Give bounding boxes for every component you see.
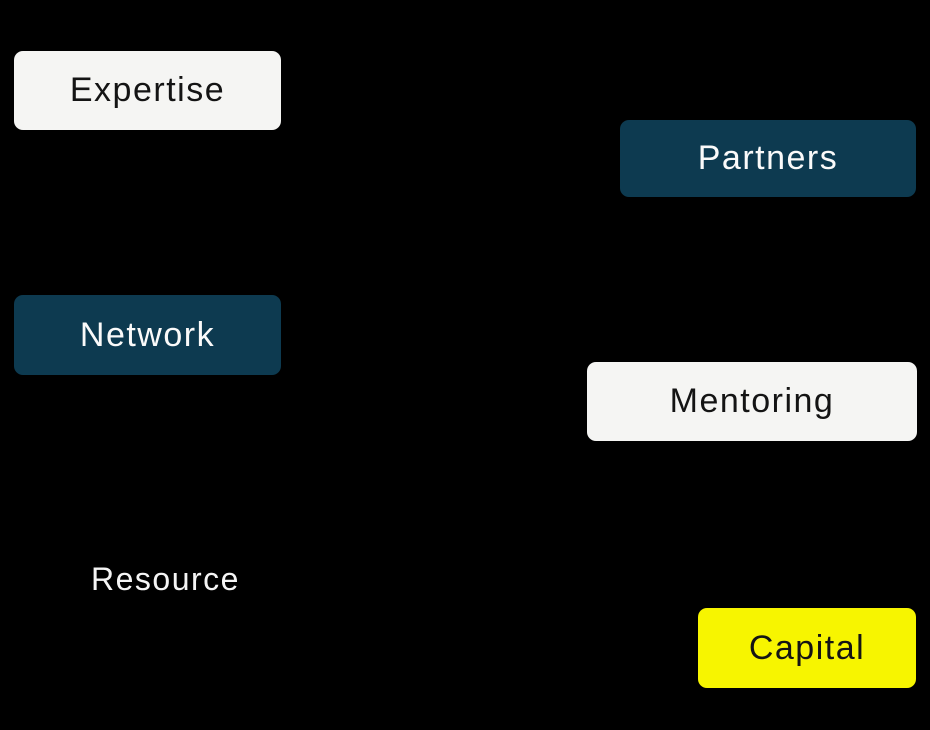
node-network[interactable]: Network bbox=[14, 295, 281, 375]
node-capital[interactable]: Capital bbox=[698, 608, 916, 688]
node-expertise-label: Expertise bbox=[69, 71, 226, 109]
node-network-label: Network bbox=[79, 315, 216, 354]
node-partners[interactable]: Partners bbox=[620, 120, 916, 197]
node-partners-label: Partners bbox=[697, 139, 839, 177]
node-resource[interactable]: Resource bbox=[91, 561, 240, 597]
node-expertise[interactable]: Expertise bbox=[14, 51, 281, 130]
node-capital-label: Capital bbox=[748, 628, 866, 667]
node-mentoring-label: Mentoring bbox=[669, 382, 835, 420]
node-mentoring[interactable]: Mentoring bbox=[587, 362, 917, 441]
